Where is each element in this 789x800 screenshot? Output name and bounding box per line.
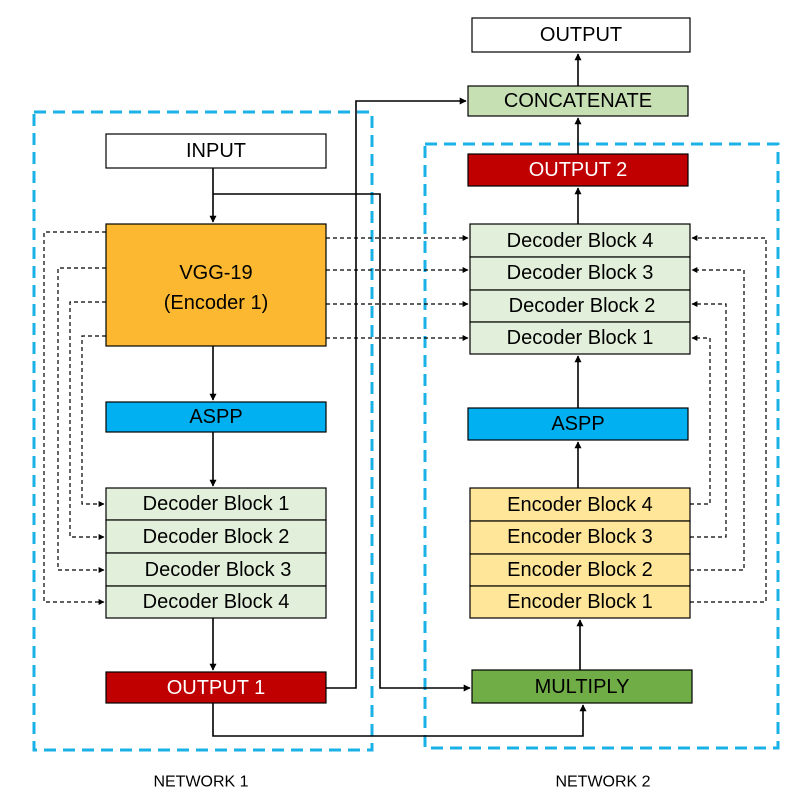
network2-caption: NETWORK 2 <box>555 774 650 791</box>
skip-connections <box>43 231 767 605</box>
skip-n2-encoder3-to-decoder2 <box>690 301 727 538</box>
output2-box: OUTPUT 2 <box>467 153 689 187</box>
input-box: INPUT <box>105 133 327 169</box>
encoder-block-4-label: Encoder Block 4 <box>507 494 653 516</box>
network1-caption: NETWORK 1 <box>153 774 248 791</box>
encoder-block-4 <box>469 487 691 522</box>
skip-n2-encoder4-to-decoder1 <box>690 335 711 505</box>
encoder-block-2 <box>469 553 691 587</box>
arrow-output1-to-concatenate <box>326 97 467 689</box>
decoder-block-n2-2-label: Decoder Block 2 <box>509 295 656 317</box>
aspp-label-network2: ASPP <box>551 413 604 435</box>
encoder1-label: (Encoder 1) <box>164 292 269 314</box>
concatenate-label: CONCATENATE <box>504 90 652 112</box>
concatenate-box: CONCATENATE <box>467 85 689 117</box>
decoder-block-n1-1 <box>105 487 327 521</box>
vgg19-label: VGG-19 <box>179 262 252 284</box>
multiply-box: MULTIPLY <box>471 669 693 704</box>
final-output-label: OUTPUT <box>540 24 622 46</box>
flow-arrows <box>209 53 587 737</box>
final-output-box: OUTPUT <box>471 17 691 53</box>
encoder-block-1-label: Encoder Block 1 <box>507 591 653 613</box>
output1-label: OUTPUT 1 <box>167 677 266 699</box>
multiply-label: MULTIPLY <box>535 676 630 698</box>
aspp-label-network1: ASPP <box>189 406 242 428</box>
encoder-stack-network2: Encoder Block 4 Encoder Block 3 Encoder … <box>469 487 691 619</box>
decoder-block-n2-1-label: Decoder Block 1 <box>507 327 654 349</box>
decoder-block-n1-2 <box>105 519 327 554</box>
decoder-block-n2-4-label: Decoder Block 4 <box>507 230 654 252</box>
output1-box: OUTPUT 1 <box>105 671 327 704</box>
arrow-input-to-multiply <box>213 193 471 692</box>
skip-n1-encoder-to-decoder4 <box>43 231 106 605</box>
aspp-box-network1: ASPP <box>105 401 327 433</box>
decoder-block-n1-4-label: Decoder Block 4 <box>143 591 290 613</box>
network1-region <box>32 110 374 752</box>
skip-n1-encoder-to-decoder2 <box>69 301 106 540</box>
encoder-block-3 <box>469 520 691 555</box>
decoder-block-n1-2-label: Decoder Block 2 <box>143 526 290 548</box>
aspp-box-network2: ASPP <box>467 407 689 441</box>
decoder-block-n1-4 <box>105 585 327 619</box>
decoder-block-n1-1-label: Decoder Block 1 <box>143 493 290 515</box>
skip-n1-encoder-to-decoder3 <box>57 267 106 573</box>
vgg19-encoder-box: VGG-19 (Encoder 1) <box>105 223 327 347</box>
decoder-stack-network1: Decoder Block 1 Decoder Block 2 Decoder … <box>105 487 327 619</box>
encoder-block-1 <box>469 585 691 619</box>
input-label: INPUT <box>186 140 246 162</box>
decoder-block-n2-1 <box>469 321 691 355</box>
decoder-stack-network2: Decoder Block 4 Decoder Block 3 Decoder … <box>469 223 691 355</box>
skip-n2-encoder1-to-decoder4 <box>690 235 767 603</box>
skip-n1-encoder-to-decoder1 <box>81 335 106 507</box>
network2-region <box>423 142 780 750</box>
encoder-block-2-label: Encoder Block 2 <box>507 559 653 581</box>
decoder-block-n2-3 <box>469 256 691 291</box>
decoder-block-n1-3-label: Decoder Block 3 <box>145 559 292 581</box>
encoder-block-3-label: Encoder Block 3 <box>507 526 653 548</box>
output2-label: OUTPUT 2 <box>529 159 628 181</box>
skip-n2-encoder2-to-decoder3 <box>690 267 745 571</box>
arrow-output1-to-multiply <box>212 703 587 737</box>
decoder-block-n2-4 <box>469 223 691 258</box>
decoder-block-n2-3-label: Decoder Block 3 <box>507 262 654 284</box>
